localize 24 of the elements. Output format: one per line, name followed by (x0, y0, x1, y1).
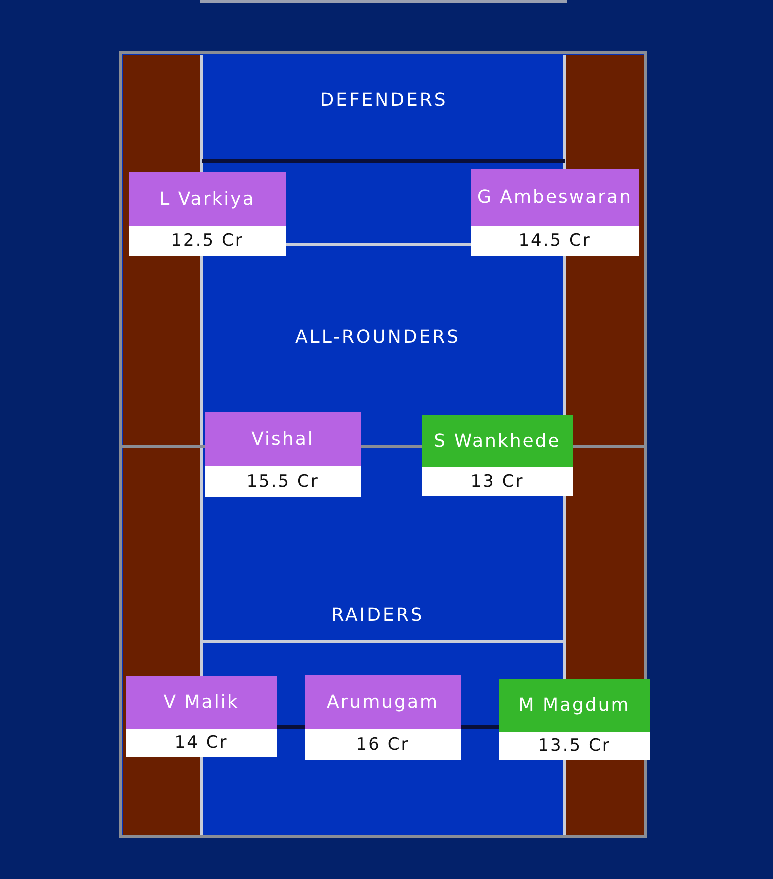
player-card (126, 676, 277, 757)
player-card (305, 675, 461, 760)
player-card (422, 415, 573, 496)
player-name: V Malik (126, 676, 277, 729)
player-price: 13.5 Cr (499, 732, 650, 760)
section-heading: DEFENDERS (320, 90, 448, 111)
player-card (471, 169, 639, 256)
player-price: 14 Cr (126, 729, 277, 757)
player-price: 15.5 Cr (205, 466, 361, 497)
player-name: G Ambeswaran (471, 169, 639, 226)
player-card (129, 172, 286, 256)
player-name: Vishal (205, 412, 361, 466)
player-card (205, 412, 361, 497)
section-heading: ALL-ROUNDERS (295, 327, 461, 348)
player-name: Arumugam (305, 675, 461, 729)
player-name: L Varkiya (129, 172, 286, 226)
player-name: S Wankhede (422, 415, 573, 467)
player-price: 16 Cr (305, 729, 461, 760)
player-price: 12.5 Cr (129, 226, 286, 256)
player-name: M Magdum (499, 679, 650, 732)
section-heading: RAIDERS (332, 605, 424, 626)
player-card (499, 679, 650, 760)
player-price: 13 Cr (422, 467, 573, 496)
player-price: 14.5 Cr (471, 226, 639, 256)
